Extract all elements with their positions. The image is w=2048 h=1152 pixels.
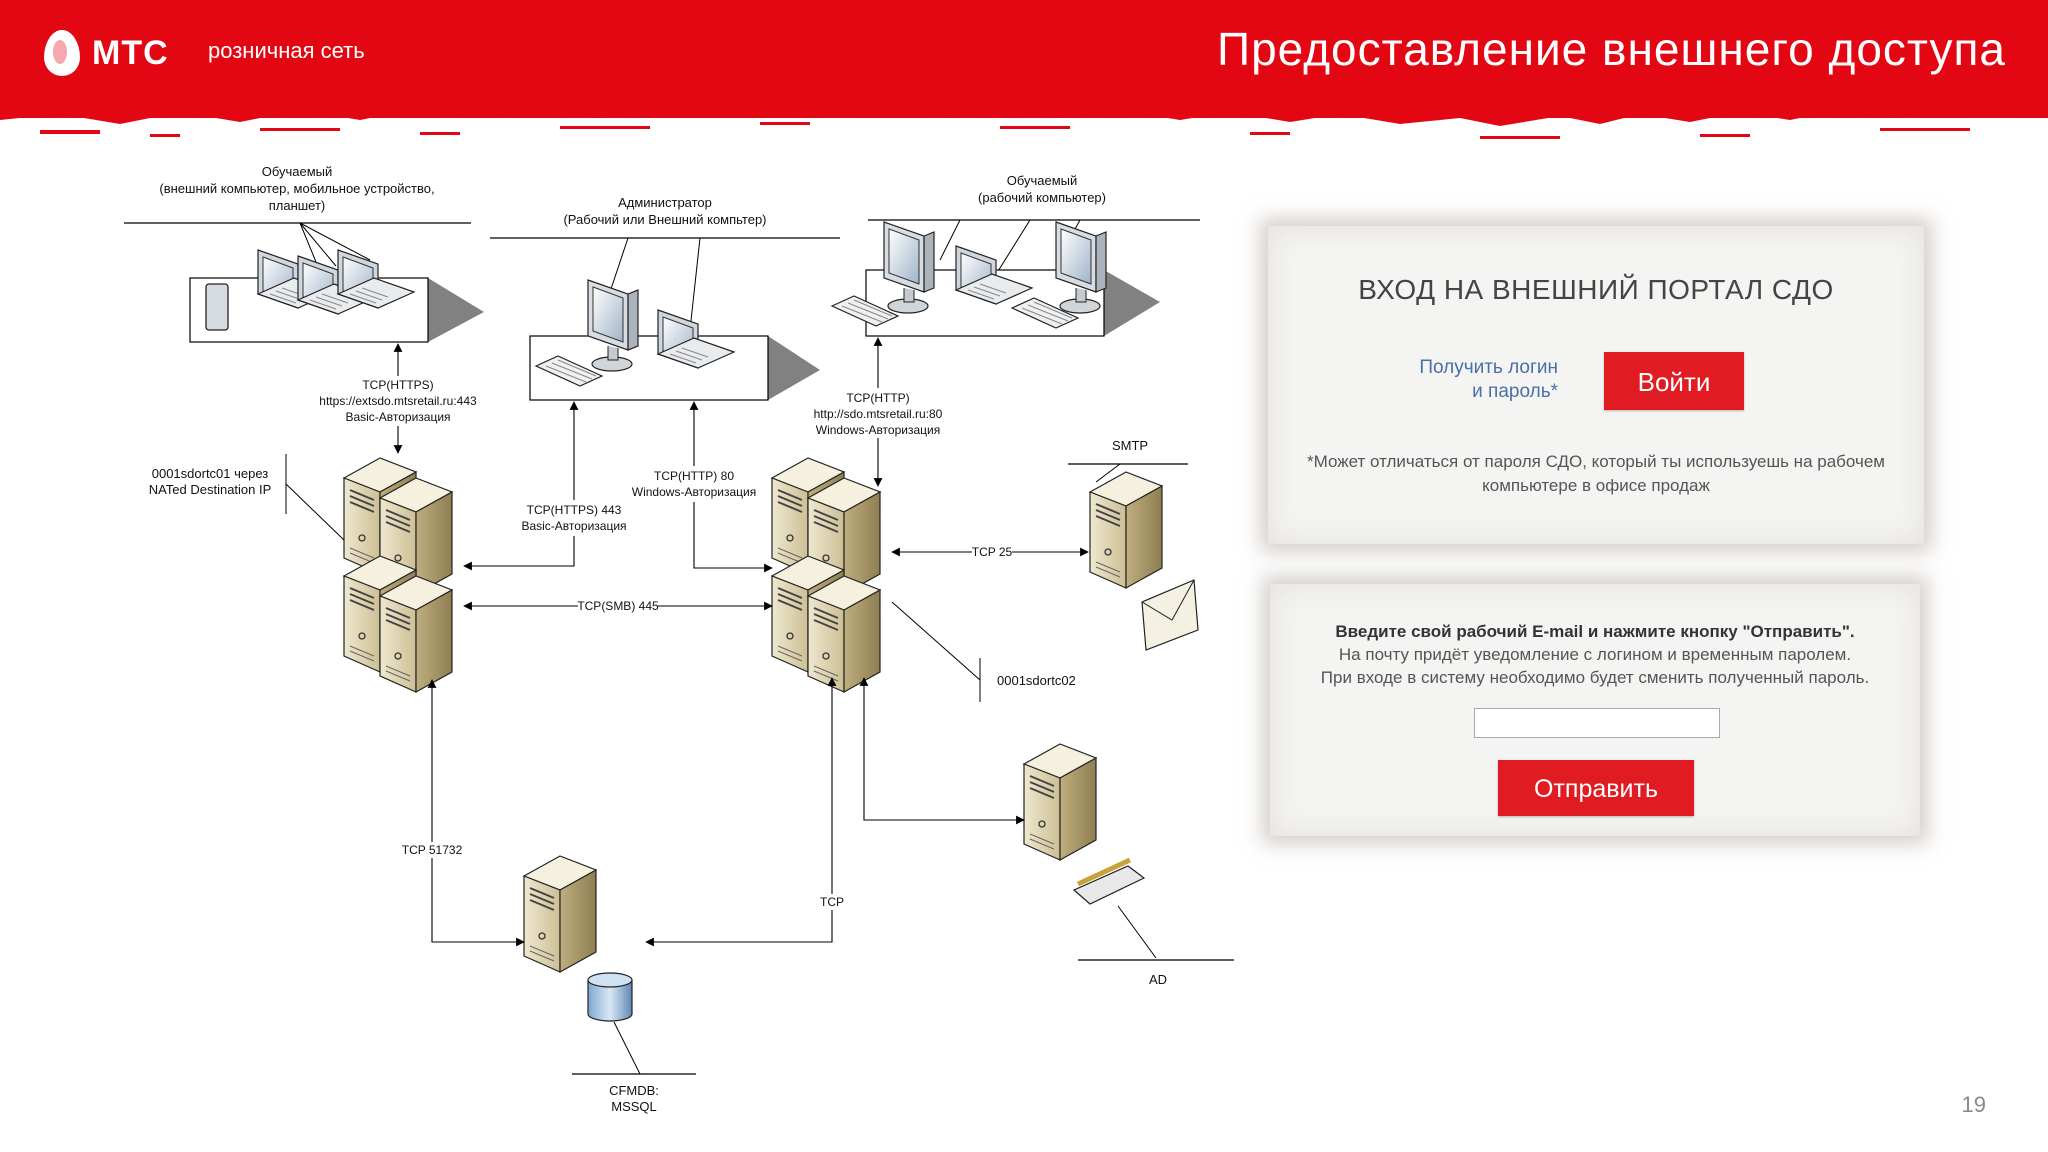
link-label-smtp: TCP 25 <box>972 545 1013 559</box>
link-label-db-left: TCP 51732 <box>402 843 463 857</box>
page-number: 19 <box>1961 1092 1986 1117</box>
server-icon <box>1023 743 1097 861</box>
connections <box>393 337 1089 947</box>
server-icon <box>1089 471 1163 589</box>
link-label-http-admin-auth: Windows-Авторизация <box>632 485 756 499</box>
email-instructions: Введите свой рабочий E-mail и нажмите кн… <box>1280 620 1910 689</box>
login-button[interactable]: Войти <box>1604 352 1744 410</box>
admin-group: Администратор (Рабочий или Внешний компь… <box>490 195 840 401</box>
learner-work-title: Обучаемый <box>1007 173 1078 188</box>
link-label-https-admin-auth: Basic-Авторизация <box>521 519 626 533</box>
link-label-https-ext: TCP(HTTPS) <box>362 378 433 392</box>
link-label-https-ext-url: https://extsdo.mtsretail.ru:443 <box>319 394 477 408</box>
email-input[interactable] <box>1474 708 1720 738</box>
portal-login-panel: ВХОД НА ВНЕШНИЙ ПОРТАЛ СДО Получить логи… <box>1268 226 1924 544</box>
server-cluster-left: 0001sdortc01 через NATed Destination IP <box>149 454 453 693</box>
server-cluster-right: 0001sdortc02 <box>771 457 1076 702</box>
email-instruction-line3: При входе в систему необходимо будет сме… <box>1320 668 1870 687</box>
admin-title: Администратор <box>618 195 712 210</box>
server-icon <box>807 575 881 693</box>
ad-label: AD <box>1149 972 1167 987</box>
link-label-http-work: TCP(HTTP) <box>846 391 909 405</box>
network-diagram: Обучаемый (внешний компьютер, мобильное … <box>124 164 1234 1114</box>
tablet-icon <box>205 283 229 331</box>
password-note-line1: *Может отличаться от пароля СДО, который… <box>1307 452 1885 471</box>
header-bar <box>0 0 2048 118</box>
link-label-http-admin: TCP(HTTP) 80 <box>654 469 734 483</box>
db-server: CFMDB: MSSQL <box>523 855 696 1114</box>
link-label-https-ext-auth: Basic-Авторизация <box>345 410 450 424</box>
link-label-https-admin: TCP(HTTPS) 443 <box>527 503 622 517</box>
smtp-server: SMTP <box>1068 438 1199 651</box>
directory-drive-icon <box>1072 865 1146 905</box>
email-instruction-main: Введите свой рабочий E-mail и нажмите кн… <box>1335 622 1855 641</box>
learner-external-desc: (внешний компьютер, мобильное устройство… <box>159 181 434 196</box>
mts-egg-icon <box>44 30 80 76</box>
database-icon <box>587 972 633 1022</box>
learner-external-desc2: планшет) <box>269 198 326 213</box>
link-label-http-work-url: http://sdo.mtsretail.ru:80 <box>814 407 943 421</box>
page-title: Предоставление внешнего доступа <box>1217 23 2006 75</box>
db-label2: MSSQL <box>611 1099 657 1114</box>
link-label-http-work-auth: Windows-Авторизация <box>816 423 940 437</box>
learner-external-group: Обучаемый (внешний компьютер, мобильное … <box>124 164 484 343</box>
db-label: CFMDB: <box>609 1083 659 1098</box>
logo-text: МТС <box>92 33 169 72</box>
connection-labels: TCP(HTTPS) https://extsdo.mtsretail.ru:4… <box>308 376 1013 910</box>
get-login-link[interactable]: Получить логин и пароль* <box>1418 356 1558 404</box>
get-login-link-line1: Получить логин <box>1419 357 1558 378</box>
server-left-note: 0001sdortc01 через <box>152 466 269 481</box>
learner-work-group: Обучаемый (рабочий компьютер) <box>831 173 1200 337</box>
link-label-db-right: TCP <box>820 895 844 909</box>
logo-subtitle: розничная сеть <box>208 38 365 63</box>
send-button[interactable]: Отправить <box>1498 760 1694 816</box>
server-left-note2: NATed Destination IP <box>149 482 272 497</box>
portal-email-panel: Введите свой рабочий E-mail и нажмите кн… <box>1270 584 1920 836</box>
password-note-line2: компьютере в офисе продаж <box>1482 476 1710 495</box>
get-login-link-line2: и пароль* <box>1472 381 1558 402</box>
smtp-label: SMTP <box>1112 438 1148 453</box>
learner-work-desc: (рабочий компьютер) <box>978 190 1106 205</box>
mail-envelope-icon <box>1141 579 1199 651</box>
ad-server: AD <box>1023 743 1234 987</box>
mts-logo: МТС <box>44 30 169 76</box>
server-icon <box>379 575 453 693</box>
server-right-name: 0001sdortc02 <box>997 673 1076 688</box>
learner-external-title: Обучаемый <box>262 164 333 179</box>
portal-login-title: ВХОД НА ВНЕШНИЙ ПОРТАЛ СДО <box>1358 274 1834 305</box>
admin-desc: (Рабочий или Внешний компьтер) <box>563 212 766 227</box>
link-label-smb: TCP(SMB) 445 <box>577 599 659 613</box>
password-note: *Может отличаться от пароля СДО, который… <box>1288 450 1904 498</box>
email-instruction-line2: На почту придёт уведомление с логином и … <box>1338 645 1852 664</box>
header-torn-edge <box>0 100 2048 139</box>
